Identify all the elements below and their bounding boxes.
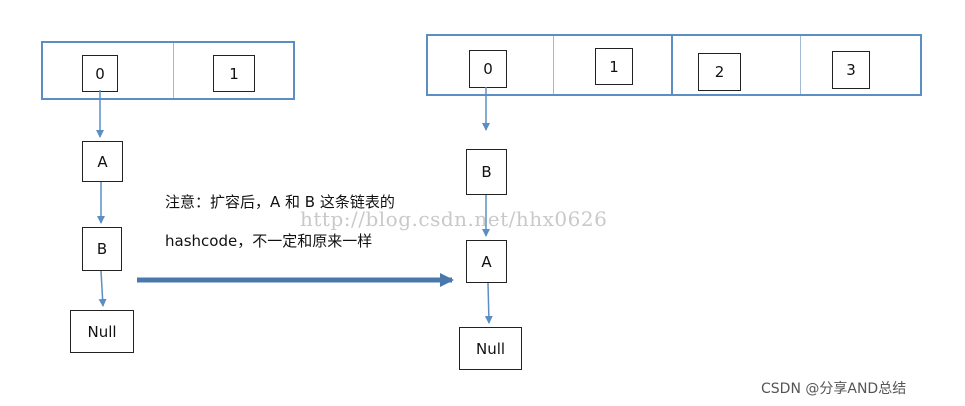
right-table-divider-1 <box>553 36 554 94</box>
left-slot-1: 1 <box>213 55 255 92</box>
right-slot-2: 2 <box>698 53 741 91</box>
watermark-url: http://blog.csdn.net/hhx0626 <box>300 207 608 231</box>
right-slot-0: 0 <box>469 50 507 88</box>
right-hash-table: 0 1 2 3 <box>426 34 922 96</box>
right-node-b: B <box>466 149 507 195</box>
left-node-a: A <box>82 141 123 182</box>
right-node-null: Null <box>459 327 522 370</box>
note-line-2: hashcode，不一定和原来一样 <box>165 232 373 250</box>
left-node-b: B <box>82 227 122 271</box>
note-line-1: 注意：扩容后，A 和 B 这条链表的 <box>165 193 395 211</box>
left-arrow-b-to-null <box>98 270 107 307</box>
right-table-divider-2 <box>671 36 673 94</box>
right-table-divider-3 <box>800 36 801 94</box>
left-hash-table: 0 1 <box>41 41 295 100</box>
left-node-null: Null <box>70 310 134 353</box>
right-slot-1: 1 <box>595 48 633 85</box>
right-arrow-a-to-null <box>484 282 493 324</box>
left-table-divider <box>173 43 174 98</box>
left-slot-0: 0 <box>82 55 118 92</box>
right-node-a: A <box>466 240 507 283</box>
right-slot-3: 3 <box>832 51 870 89</box>
credit-text: CSDN @分享AND总结 <box>761 381 907 397</box>
